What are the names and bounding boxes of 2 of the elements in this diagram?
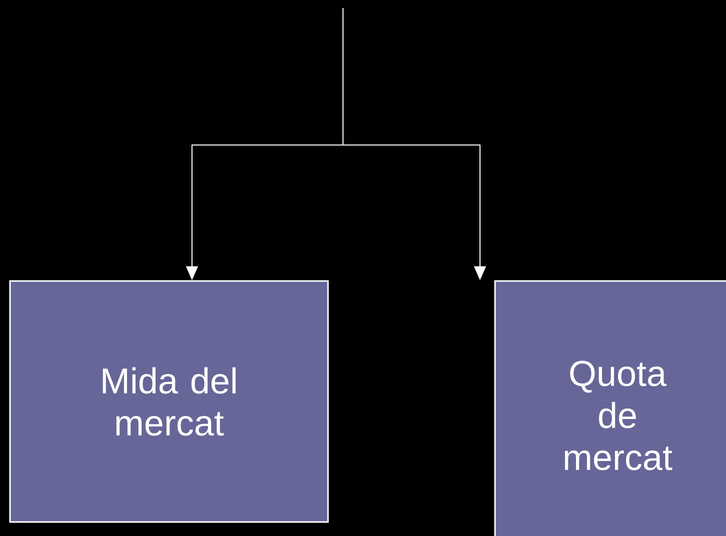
process-box: Mida del mercat: [9, 280, 329, 523]
process-box: Quota de mercat: [494, 280, 726, 536]
